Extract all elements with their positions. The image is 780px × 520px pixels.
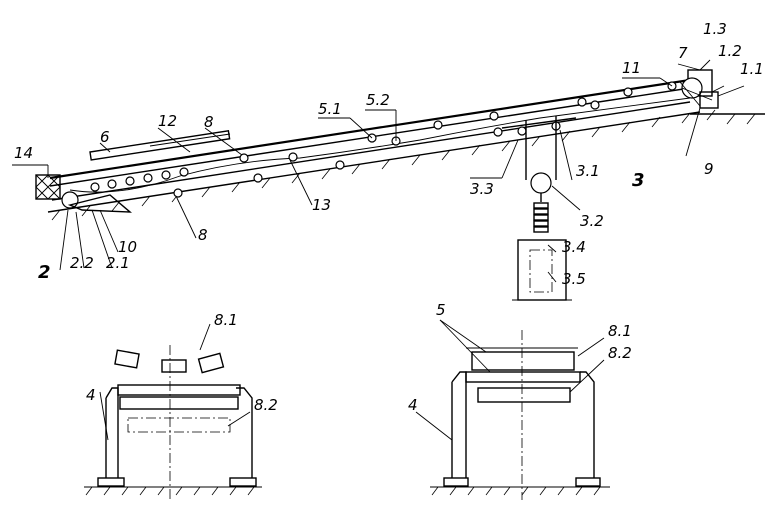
- support-frame-4-left: [105, 387, 253, 478]
- leader-lines: [12, 59, 745, 441]
- label-5: 5: [436, 301, 446, 319]
- label-10: 10: [118, 238, 137, 256]
- tension-pulley-3-2: [530, 172, 552, 194]
- ground-line: [47, 111, 701, 213]
- label-3: 3: [632, 170, 645, 191]
- frame-bottom-line: [51, 101, 691, 201]
- label-6: 6: [100, 128, 110, 146]
- label-3-3: 3.3: [470, 180, 494, 198]
- label-4-right: 4: [408, 396, 418, 414]
- counterweight-housing-3-4: [517, 239, 567, 301]
- belt-top-line: [49, 78, 691, 180]
- label-8-2-right: 8.2: [608, 344, 632, 362]
- left-cross-section: [84, 345, 262, 500]
- guide-plate-6: [89, 130, 231, 161]
- foot-left-a: [97, 477, 125, 487]
- belt-5-upper: [471, 351, 575, 371]
- right-base-hatching: [431, 486, 601, 496]
- label-3-2: 3.2: [580, 212, 604, 230]
- label-3-1: 3.1: [576, 162, 600, 180]
- foot-left-b: [229, 477, 257, 487]
- idler-8-1-right: [197, 352, 225, 374]
- label-14: 14: [14, 144, 33, 162]
- label-2-1: 2.1: [106, 254, 130, 272]
- label-9: 9: [704, 160, 714, 178]
- label-8-1-left: 8.1: [214, 311, 238, 329]
- right-upper-beam: [465, 371, 581, 383]
- label-11: 11: [622, 59, 641, 77]
- label-8-1-right: 8.1: [608, 322, 632, 340]
- label-8-2-left: 8.2: [254, 396, 278, 414]
- label-8-bottom: 8: [198, 226, 208, 244]
- label-1-3: 1.3: [703, 20, 727, 38]
- head-link-9b: [679, 81, 701, 107]
- left-base-hatching: [85, 486, 255, 496]
- tail-tensioner-2: [67, 194, 133, 213]
- drive-unit-1-1: [699, 91, 719, 109]
- label-3-5: 3.5: [562, 270, 586, 288]
- label-8-top: 8: [204, 113, 214, 131]
- label-2: 2: [38, 262, 51, 283]
- tension-station-3: [501, 116, 577, 301]
- label-13: 13: [312, 196, 331, 214]
- counterweight-3-5: [529, 249, 553, 293]
- idler-8-2-right: [477, 387, 571, 403]
- right-cross-section: [430, 330, 610, 500]
- tail-drum-cross-hatch: [35, 174, 61, 200]
- label-12: 12: [158, 112, 177, 130]
- idler-8-1-center: [161, 359, 187, 373]
- idler-8-2-left: [127, 417, 231, 433]
- label-4-left: 4: [86, 386, 96, 404]
- label-1-1: 1.1: [740, 60, 764, 78]
- idler-8-1-left: [114, 349, 140, 369]
- label-2-2: 2.2: [70, 254, 94, 272]
- label-7: 7: [678, 44, 688, 62]
- ground-hatching: [51, 109, 756, 221]
- label-1-2: 1.2: [718, 42, 742, 60]
- inclined-conveyor: [35, 69, 765, 301]
- label-5-2: 5.2: [366, 91, 390, 109]
- left-upper-beam: [117, 384, 241, 396]
- support-frame-4-right: [451, 371, 595, 478]
- label-3-4: 3.4: [562, 238, 586, 256]
- foot-right-b: [575, 477, 601, 487]
- left-belt-band: [119, 396, 239, 410]
- label-5-1: 5.1: [318, 100, 342, 118]
- return-belt-line: [69, 97, 691, 193]
- foot-right-a: [443, 477, 469, 487]
